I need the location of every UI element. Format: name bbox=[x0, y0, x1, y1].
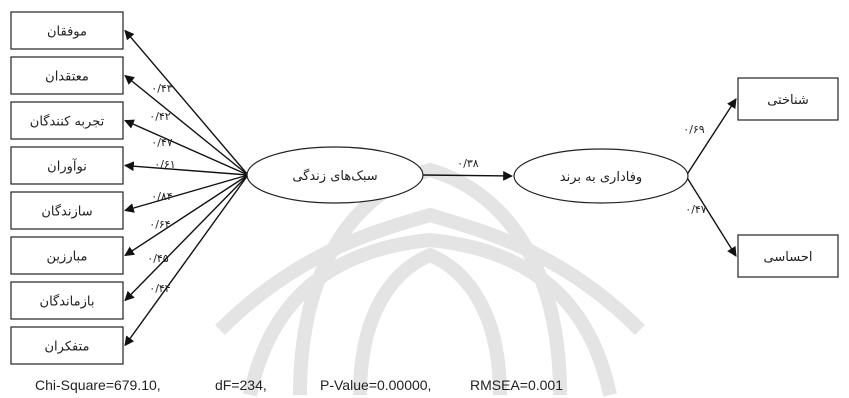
loading-arrow bbox=[124, 74, 249, 176]
loading-arrow bbox=[124, 174, 249, 213]
loading-coefficient: ۰/۶۴ bbox=[149, 218, 171, 231]
indicator-box bbox=[10, 191, 124, 230]
indicator-label: موفقان bbox=[47, 25, 87, 40]
outcome-group: شناختی احساسی bbox=[737, 77, 839, 278]
indicator-label: تجربه کنندگان bbox=[30, 114, 105, 130]
indicator-2: معتقدان bbox=[10, 56, 124, 95]
indicator-label: متفکران bbox=[45, 340, 90, 355]
rmsea-stat: RMSEA=0.001 bbox=[470, 377, 563, 393]
loading-arrow bbox=[124, 119, 249, 176]
indicator-box bbox=[10, 281, 124, 320]
indicator-group: موفقان معتقدان تجربه کنندگان نوآوران سازندگا… bbox=[10, 11, 124, 365]
indicator-label: نوآوران bbox=[47, 158, 87, 175]
diagram-edges: ۰/۴۳ ۰/۴۲ ۰/۴۷ ۰/۶۱ ۰/۸۴ ۰/۶۴ ۰/۴۵ ۰/۴۴ ۰/۶۹ ۰/۴۷ bbox=[124, 29, 737, 347]
outcome-arrow bbox=[685, 175, 737, 257]
loading-coefficient: ۰/۴۳ bbox=[151, 82, 173, 95]
indicator-box bbox=[10, 236, 124, 275]
outcome-2: احساسی bbox=[737, 234, 839, 278]
indicator-label: سازندگان bbox=[41, 204, 92, 220]
outcome-arrow bbox=[685, 98, 737, 177]
loading-coefficient: ۰/۴۵ bbox=[147, 252, 169, 265]
loading-arrow bbox=[124, 174, 249, 347]
latent-lifestyles-label: سبک‌های زندگی bbox=[292, 168, 377, 184]
loading-arrow bbox=[124, 29, 249, 176]
outcome-coefficient: ۰/۴۷ bbox=[685, 203, 707, 216]
loading-arrow bbox=[124, 174, 249, 257]
chi-square-stat: Chi-Square=679.10, bbox=[35, 377, 161, 393]
outcome-coefficient: ۰/۶۹ bbox=[683, 123, 705, 136]
loading-coefficient: ۰/۴۷ bbox=[151, 136, 173, 149]
indicator-7: بازماندگان bbox=[10, 281, 124, 320]
indicator-1: موفقان bbox=[10, 11, 124, 50]
loading-arrow bbox=[124, 161, 249, 176]
indicator-box bbox=[10, 146, 124, 185]
indicator-8: متفکران bbox=[10, 326, 124, 365]
indicator-box bbox=[10, 326, 124, 365]
indicator-label: بازماندگان bbox=[40, 294, 95, 310]
loading-arrow bbox=[124, 174, 249, 302]
path-coefficient: ۰/۳۸ bbox=[457, 157, 479, 170]
loading-coefficient: ۰/۴۴ bbox=[149, 282, 171, 295]
df-stat: dF=234, bbox=[215, 377, 267, 393]
outcome-label: احساسی bbox=[764, 250, 813, 265]
outcome-box bbox=[737, 77, 839, 121]
loading-coefficient: ۰/۶۱ bbox=[154, 158, 175, 171]
indicator-3: تجربه کنندگان bbox=[10, 101, 124, 140]
latent-brand-loyalty: وفاداری به برند bbox=[513, 148, 689, 204]
watermark-emblem bbox=[215, 162, 645, 397]
fit-statistics: Chi-Square=679.10, dF=234, P-Value=0.000… bbox=[35, 377, 563, 393]
indicator-box bbox=[10, 101, 124, 140]
loading-coefficient: ۰/۸۴ bbox=[151, 190, 173, 203]
indicator-6: مبارزین bbox=[10, 236, 124, 275]
indicator-5: سازندگان bbox=[10, 191, 124, 230]
loading-coefficient: ۰/۴۲ bbox=[149, 110, 171, 123]
structural-arrow bbox=[422, 171, 513, 181]
outcome-1: شناختی bbox=[737, 77, 839, 121]
p-value-stat: P-Value=0.00000, bbox=[320, 377, 431, 393]
latent-lifestyles: سبک‌های زندگی bbox=[246, 146, 424, 204]
indicator-box bbox=[10, 56, 124, 95]
indicator-4: نوآوران bbox=[10, 146, 124, 185]
latent-brand-loyalty-label: وفاداری به برند bbox=[560, 170, 642, 185]
indicator-label: معتقدان bbox=[45, 70, 89, 85]
indicator-label: مبارزین bbox=[47, 250, 88, 265]
indicator-box bbox=[10, 11, 124, 50]
outcome-label: شناختی bbox=[767, 93, 809, 108]
outcome-box bbox=[737, 234, 839, 278]
